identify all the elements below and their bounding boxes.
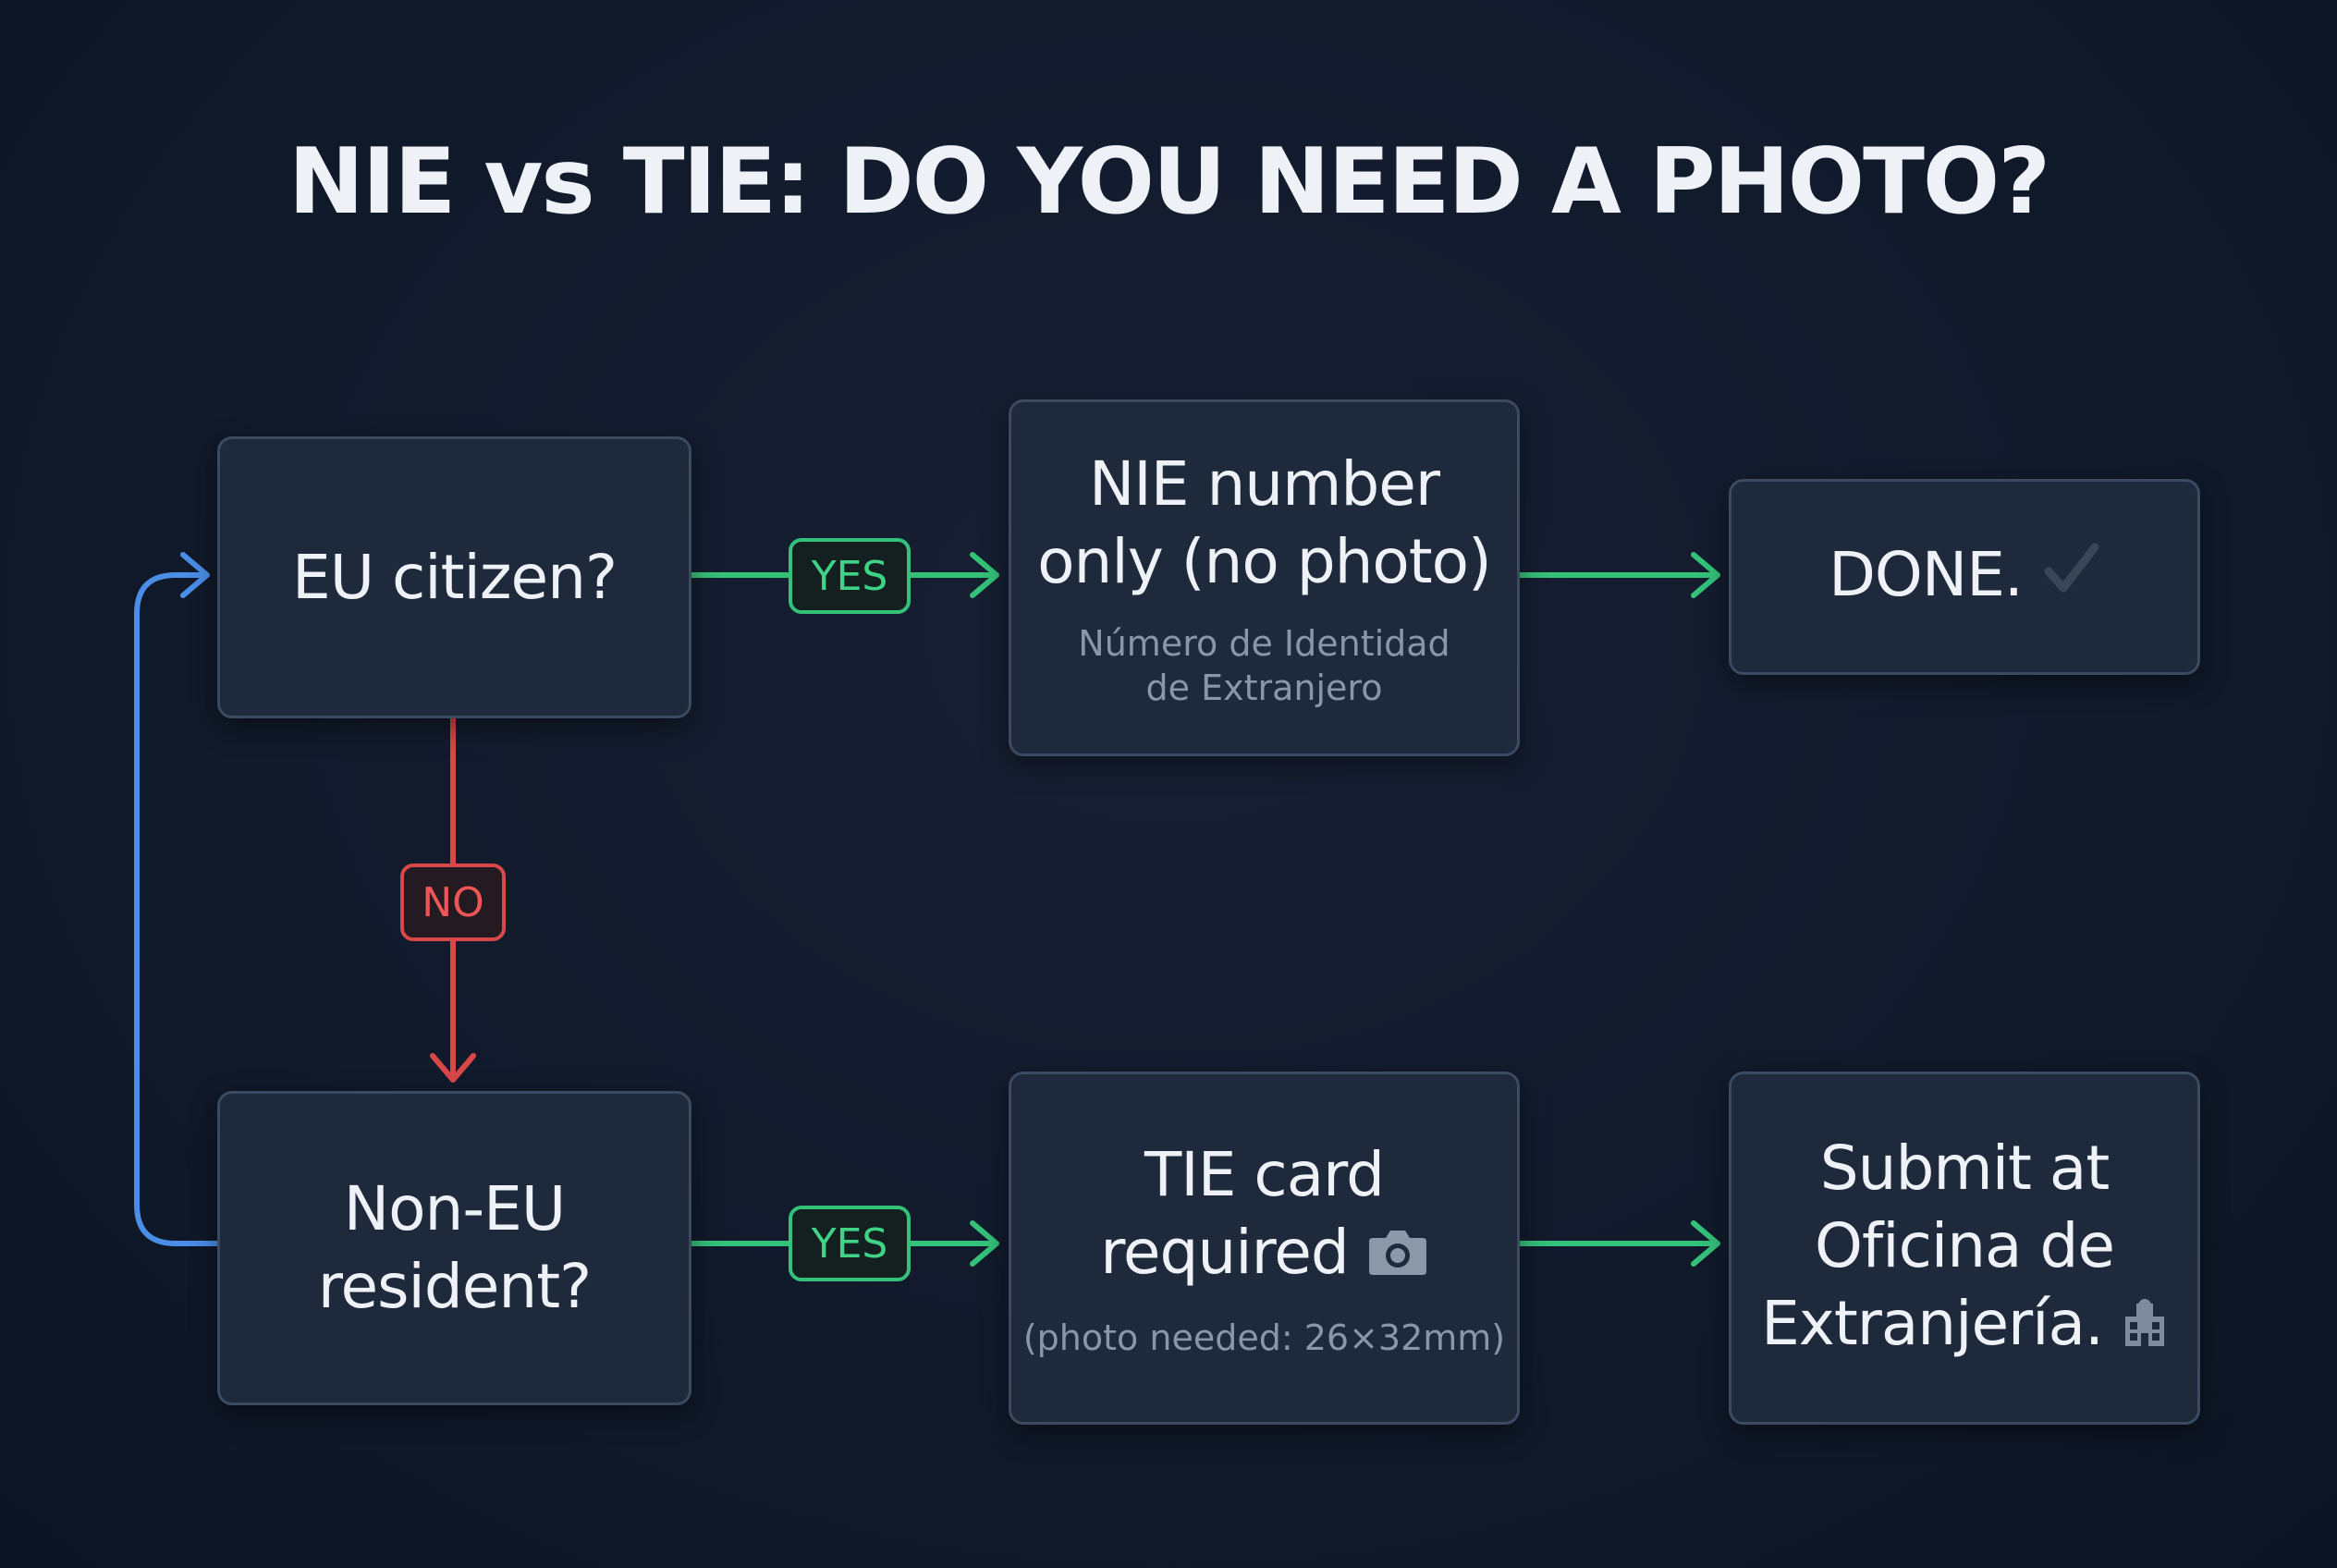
- submit-label-line3: Extranjería.: [1761, 1288, 2104, 1360]
- nie-sub-line2: de Extranjero: [1145, 668, 1383, 708]
- node-tie-card: TIE card required (photo needed: 26×32mm…: [1009, 1072, 1520, 1425]
- check-icon: [2041, 540, 2100, 618]
- no-badge: NO: [400, 864, 506, 941]
- camera-icon: [1367, 1218, 1428, 1295]
- node-nie-number: NIE number only (no photo) Número de Ide…: [1009, 399, 1520, 756]
- arrow-nie-to-done: [1520, 552, 1720, 598]
- node-submit-office: Submit at Oficina de Extranjería.: [1729, 1072, 2200, 1425]
- yes-badge-eu: YES: [789, 538, 911, 614]
- arrow-loop-back-to-eu: [134, 552, 217, 1246]
- submit-label-line2: Oficina de: [1815, 1210, 2115, 1282]
- node-non-eu-resident: Non-EU resident?: [217, 1091, 691, 1405]
- done-label: DONE.: [1829, 539, 2024, 611]
- diagram-title: NIE vs TIE: DO YOU NEED A PHOTO?: [288, 129, 2050, 235]
- arrow-tie-to-submit: [1520, 1220, 1720, 1267]
- nie-sub-line1: Número de Identidad: [1078, 623, 1450, 664]
- tie-label-line2: required: [1100, 1217, 1350, 1289]
- non-eu-label-line1: Non-EU: [343, 1173, 566, 1244]
- tie-sub: (photo needed: 26×32mm): [1022, 1317, 1506, 1358]
- submit-label-line1: Submit at: [1819, 1133, 2110, 1205]
- arrow-eu-no-to-noneu: [430, 718, 476, 1083]
- nie-label-line2: only (no photo): [1037, 526, 1492, 597]
- yes-badge-non-eu: YES: [789, 1206, 911, 1281]
- eu-citizen-label: EU citizen?: [292, 541, 618, 613]
- non-eu-label-line2: resident?: [317, 1251, 592, 1322]
- tie-label-line1: TIE card: [1144, 1139, 1385, 1211]
- arrow-noneu-to-tie: [691, 1220, 999, 1267]
- nie-label-line1: NIE number: [1088, 448, 1440, 520]
- office-building-icon: [2122, 1289, 2168, 1366]
- node-done: DONE.: [1729, 479, 2200, 675]
- node-eu-citizen: EU citizen?: [217, 436, 691, 718]
- arrow-eu-to-nie: [691, 552, 999, 598]
